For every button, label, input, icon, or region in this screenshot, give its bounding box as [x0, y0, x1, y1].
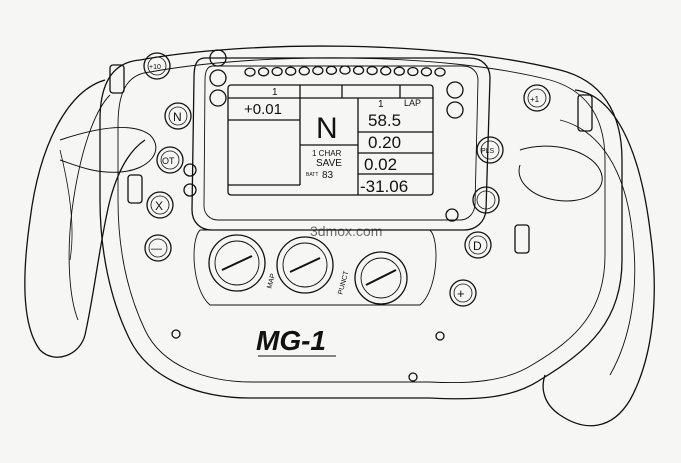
- shift-light: [257, 67, 270, 77]
- shift-light: [271, 66, 283, 77]
- readout-1: 58.5: [368, 111, 401, 130]
- shift-light: [244, 67, 256, 77]
- right-buttons: +1 PLS D +: [445, 81, 551, 307]
- button-pls[interactable]: [476, 136, 504, 164]
- small-button-right-1[interactable]: [446, 81, 464, 99]
- small-button-left-3[interactable]: [209, 89, 227, 107]
- knob-right[interactable]: [354, 251, 408, 305]
- shift-light: [325, 65, 338, 75]
- screws: [171, 329, 445, 382]
- readout-3: 0.02: [364, 155, 397, 174]
- readout-2: 0.20: [368, 133, 401, 152]
- small-button-left-4[interactable]: [183, 163, 197, 177]
- char-label: 1 CHAR: [312, 149, 342, 158]
- shift-lights: [244, 65, 446, 77]
- button-pls-label: PLS: [481, 148, 495, 155]
- shift-light: [339, 65, 351, 75]
- button-n-label: N: [173, 110, 182, 124]
- gear-indicator: N: [316, 112, 338, 145]
- left-buttons: +10 N OT X —: [143, 49, 227, 262]
- shift-light: [298, 66, 310, 76]
- shift-light: [366, 65, 378, 76]
- toggle-strip-left-mid[interactable]: [127, 174, 143, 204]
- button-plus10[interactable]: [143, 52, 171, 80]
- button-plus1[interactable]: [523, 84, 551, 112]
- toggle-strip-left-top[interactable]: [109, 64, 125, 94]
- logo-text: MG-1: [256, 325, 326, 356]
- knob-middle[interactable]: [276, 236, 334, 294]
- left-grip[interactable]: [24, 79, 157, 358]
- shift-light: [420, 67, 433, 77]
- small-button-left-1[interactable]: [209, 49, 227, 67]
- save-label: SAVE: [316, 158, 342, 169]
- button-round[interactable]: [472, 186, 500, 214]
- small-button-left-5[interactable]: [183, 183, 197, 197]
- watermark: 3dmox.com: [310, 223, 382, 239]
- button-x-label: X: [155, 199, 163, 213]
- logo: MG-1: [256, 325, 336, 357]
- button-plus[interactable]: [449, 279, 477, 307]
- screen-text: 1 1 LAP +0.01 N 1 CHAR SAVE BATT 83 58.5…: [244, 87, 421, 196]
- button-minus[interactable]: [144, 234, 172, 262]
- right-grip[interactable]: [518, 89, 655, 427]
- knob-left[interactable]: [208, 234, 266, 292]
- knob-right-label: PUNCT: [337, 270, 350, 296]
- small-button-right-3[interactable]: [445, 208, 459, 222]
- button-d[interactable]: [464, 231, 492, 259]
- button-n[interactable]: [164, 102, 192, 130]
- readout-4: -31.06: [360, 177, 408, 196]
- button-plus10-label: +10: [149, 64, 161, 71]
- battery-label: BATT: [306, 172, 318, 178]
- shift-light: [393, 66, 405, 76]
- delta-value: +0.01: [244, 101, 282, 118]
- shift-light: [352, 65, 365, 75]
- shift-light: [407, 66, 419, 77]
- button-plus-label: +: [457, 286, 465, 301]
- toggle-strips: [109, 64, 593, 254]
- screw-center: [435, 331, 445, 341]
- shift-light: [312, 65, 324, 76]
- toggle-strip-right-mid[interactable]: [514, 224, 530, 254]
- button-d-label: D: [473, 239, 482, 253]
- battery-value: 83: [322, 170, 334, 181]
- button-minus-label: —: [151, 243, 162, 255]
- screen-top-right-value: 1: [378, 99, 384, 110]
- small-button-right-2[interactable]: [446, 101, 464, 119]
- display-housing: [191, 57, 491, 231]
- button-plus1-label: +1: [530, 95, 540, 104]
- wheel-body: [99, 45, 623, 400]
- toggle-strip-right-top[interactable]: [577, 94, 593, 132]
- screen-top-left-value: 1: [272, 87, 278, 98]
- button-x[interactable]: [146, 191, 174, 219]
- shift-light: [434, 67, 446, 77]
- small-button-left-2[interactable]: [209, 69, 227, 87]
- screen: [227, 84, 434, 196]
- rotary-knobs: MAP PUNCT: [193, 229, 437, 306]
- button-ot-label: OT: [162, 156, 175, 166]
- knob-middle-label: MAP: [266, 273, 277, 290]
- screw-right: [408, 372, 418, 382]
- shift-light: [285, 66, 297, 76]
- lap-label: LAP: [404, 98, 421, 108]
- button-ot[interactable]: [156, 146, 184, 174]
- screw-left: [171, 329, 181, 339]
- shift-light: [380, 66, 392, 76]
